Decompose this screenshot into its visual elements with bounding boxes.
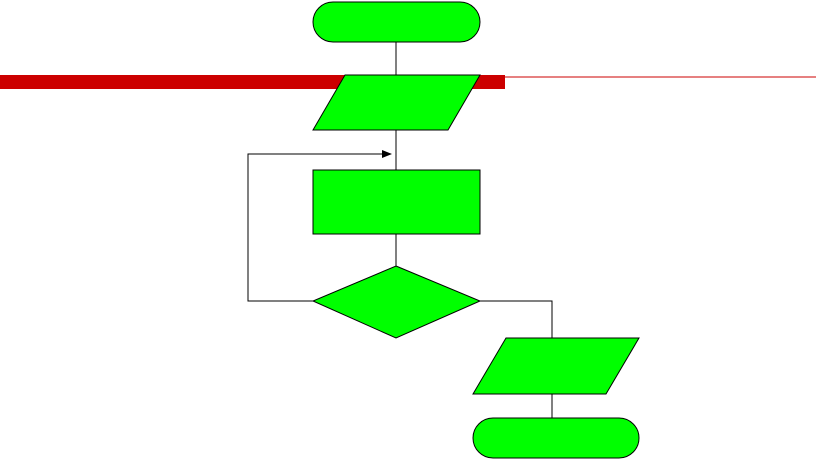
node-end <box>472 417 640 459</box>
input-parallelogram-shape <box>312 74 481 131</box>
node-start <box>312 1 481 43</box>
end-terminator-shape <box>472 417 640 459</box>
output-parallelogram-shape <box>472 337 640 395</box>
connectors <box>247 42 553 418</box>
start-terminator-shape <box>312 1 481 43</box>
node-process <box>312 169 481 235</box>
node-input <box>312 74 481 131</box>
process-rectangle-shape <box>312 169 481 235</box>
node-decision <box>311 265 482 339</box>
edge-decision-output <box>480 300 553 338</box>
edge-decision-loop-back <box>247 150 392 302</box>
decision-diamond-shape <box>311 265 482 339</box>
node-output <box>472 337 640 395</box>
